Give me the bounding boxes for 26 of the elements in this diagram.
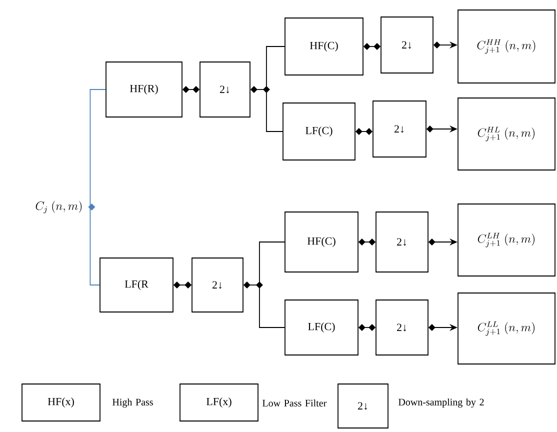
downsampler-box: 2↓ — [200, 62, 250, 118]
downsampler-box: 2↓ — [376, 212, 428, 272]
filter-box: HF(C) — [284, 212, 358, 272]
connector-trunk — [88, 204, 96, 210]
legend-description: Low Pass Filter — [262, 399, 327, 407]
legend-box: LF(x) — [180, 384, 258, 422]
filter-box: LF(C) — [282, 102, 356, 160]
filter-box: LF(C) — [284, 300, 358, 356]
output-box: $C^{LH}_{j+1}\ (n,m)$ — [458, 204, 556, 276]
output-box: $C^{HH}_{j+1}\ (n,m)$ — [458, 10, 556, 84]
downsampler-box: 2↓ — [376, 300, 428, 356]
filter-box: LF(R — [100, 258, 174, 312]
downsampler-box: 2↓ — [372, 100, 426, 158]
output-box: $C^{HL}_{j+1}\ (n,m)$ — [458, 98, 556, 170]
filter-box: HF(R) — [106, 62, 182, 118]
legend-box: 2↓ — [338, 384, 388, 428]
downsampler-box: 2↓ — [192, 258, 244, 312]
legend-box: HF(x) — [22, 384, 100, 422]
output-box: $C^{LL}_{j+1}\ (n,m)$ — [458, 292, 556, 364]
legend-description: High Pass — [112, 398, 153, 408]
input-label: $C_j\ (n,m)$ — [36, 200, 82, 214]
downsampler-box: 2↓ — [380, 16, 434, 74]
legend-description: Down-sampling by 2 — [398, 398, 484, 408]
filter-box: HF(C) — [284, 18, 364, 76]
connector — [90, 89, 106, 208]
connector — [90, 206, 100, 286]
